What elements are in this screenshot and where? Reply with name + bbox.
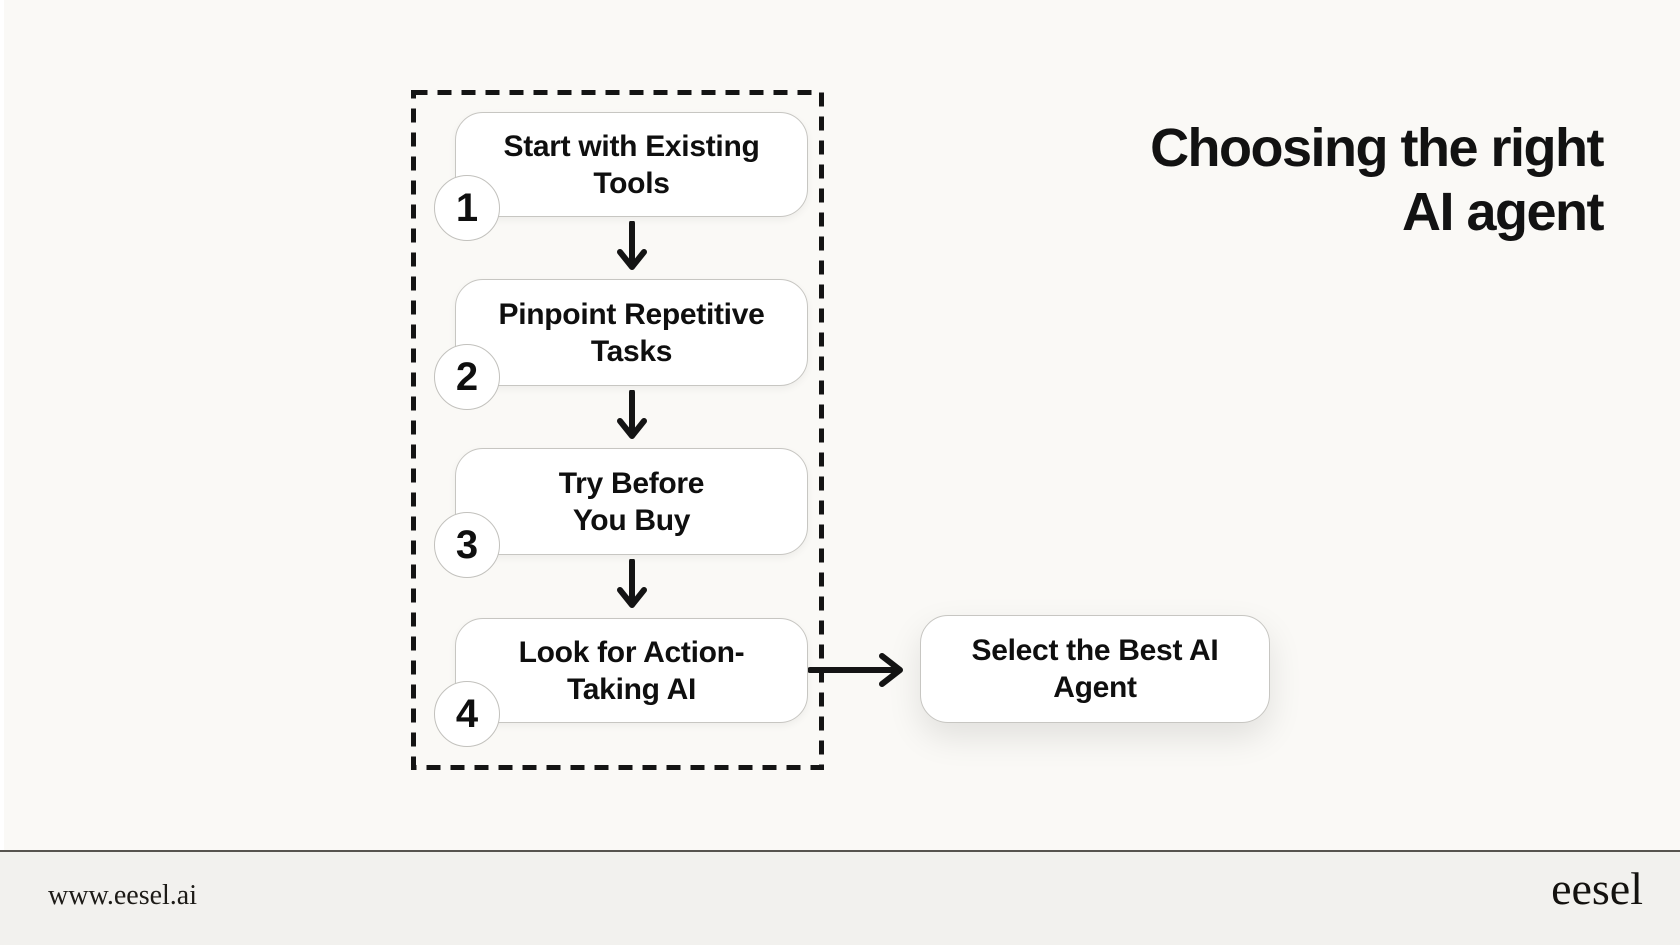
arrow-down-icon	[617, 390, 647, 439]
footer-website-url: www.eesel.ai	[48, 880, 198, 911]
flow-step-1-label: Start with Existing Tools	[503, 129, 760, 200]
flow-result-label: Select the Best AI Agent	[971, 634, 1219, 704]
flow-step-4-label: Look for Action- Taking AI	[518, 635, 745, 706]
flow-step-4-number: 4	[455, 691, 479, 736]
flow-step-1-number-badge: 1	[434, 175, 500, 241]
flow-step-1-number: 1	[455, 185, 479, 230]
flow-step-2-label: Pinpoint Repetitive Tasks	[498, 297, 765, 368]
footer: www.eesel.ai eesel	[0, 850, 1680, 945]
flow-step-3-box: Try Before You Buy	[455, 448, 808, 555]
flow-step-4-number-badge: 4	[434, 681, 500, 747]
flow-step-3-label: Try Before You Buy	[558, 466, 705, 537]
flow-step-3-number-badge: 3	[434, 512, 500, 578]
flow-step-2-number: 2	[455, 354, 479, 399]
eesel-logo: eesel	[1551, 863, 1643, 914]
flow-step-1-box: Start with Existing Tools	[455, 112, 808, 217]
dashed-group-frame	[411, 90, 824, 770]
arrow-down-icon	[617, 221, 647, 270]
page-title: Choosing the right AI agent	[1150, 118, 1604, 243]
flow-step-3-number: 3	[455, 522, 479, 567]
page-left-edge	[0, 0, 4, 945]
arrow-right-icon	[808, 653, 903, 687]
arrow-down-icon	[617, 559, 647, 608]
flow-step-2-box: Pinpoint Repetitive Tasks	[455, 279, 808, 386]
flow-result-box: Select the Best AI Agent	[920, 615, 1270, 723]
flow-step-2-number-badge: 2	[434, 344, 500, 410]
flow-step-4-box: Look for Action- Taking AI	[455, 618, 808, 723]
